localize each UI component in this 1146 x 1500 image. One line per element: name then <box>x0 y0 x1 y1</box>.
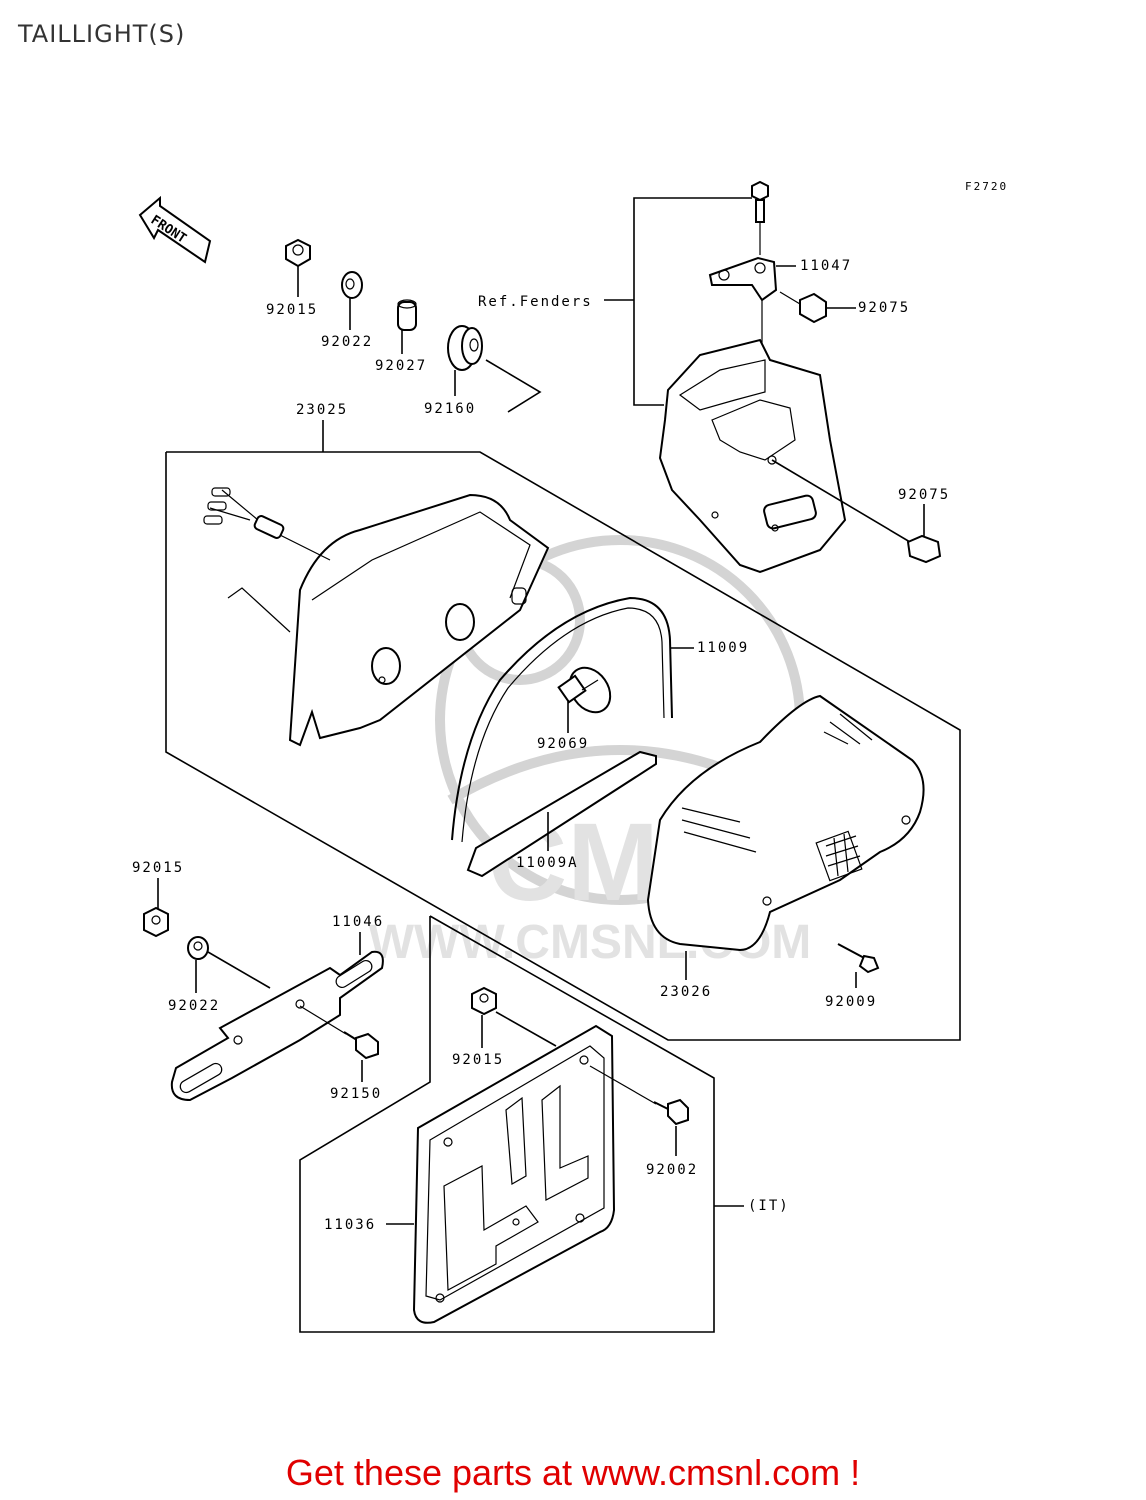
license-bracket-11046 <box>170 950 384 1102</box>
callout-92075-right: 92075 <box>898 487 950 503</box>
taillight-lens-23026 <box>646 694 925 952</box>
callout-92150: 92150 <box>330 1086 382 1102</box>
kit-23025-frame <box>165 451 961 1041</box>
callout-11047: 11047 <box>800 258 852 274</box>
callout-11009a: 11009A <box>516 855 579 871</box>
taillight-bracket-housing <box>658 338 847 574</box>
collar-92027 <box>397 299 417 331</box>
footer-promo-text: Get these parts at www.cmsnl.com ! <box>285 1452 861 1493</box>
callout-23026: 23026 <box>660 984 712 1000</box>
gasket-11009 <box>451 596 673 843</box>
grommet-92160 <box>447 325 483 371</box>
callout-92022-left: 92022 <box>168 998 220 1014</box>
callout-23025: 23025 <box>296 402 348 418</box>
bolt-top <box>751 180 769 255</box>
nut-92015-top <box>285 238 311 268</box>
callout-ref-fenders: Ref.Fenders <box>478 294 593 310</box>
bolt-92150 <box>343 1031 379 1060</box>
page-title: TAILLIGHT(S) <box>18 20 186 48</box>
bracket-11047 <box>708 256 778 302</box>
callout-92015-bottom: 92015 <box>452 1052 504 1068</box>
screw-92009 <box>837 943 880 974</box>
callout-11046: 11046 <box>332 914 384 930</box>
callout-92160: 92160 <box>424 401 476 417</box>
callout-92015-left: 92015 <box>132 860 184 876</box>
bulb-92069 <box>557 666 612 714</box>
front-direction-arrow-icon: FRONT <box>138 195 212 264</box>
nut-92015-left <box>143 906 169 938</box>
bolt-92002 <box>653 1098 689 1126</box>
callout-92022-top: 92022 <box>321 334 373 350</box>
figure-code: F2720 <box>965 180 1008 193</box>
wire-harness <box>203 487 331 561</box>
washer-92022-top <box>341 271 363 299</box>
license-plate-holder-11036 <box>412 1024 616 1324</box>
callout-92075-top: 92075 <box>858 300 910 316</box>
callout-92069: 92069 <box>537 736 589 752</box>
it-variant-frame <box>299 915 715 1333</box>
reflector-grid-icon <box>815 830 863 882</box>
washer-92022-left <box>187 936 209 960</box>
nut-92015-bottom <box>471 986 497 1016</box>
callout-92009: 92009 <box>825 994 877 1010</box>
taillight-base-23025 <box>288 493 550 747</box>
gasket-11009a <box>466 750 657 878</box>
callout-92027: 92027 <box>375 358 427 374</box>
nut-92075-right <box>906 534 942 564</box>
callout-92015-top: 92015 <box>266 302 318 318</box>
nut-92075-top <box>799 292 827 324</box>
callout-92002: 92002 <box>646 1162 698 1178</box>
callout-11036: 11036 <box>324 1217 376 1233</box>
callout-it-note: (IT) <box>748 1198 790 1214</box>
callout-11009: 11009 <box>697 640 749 656</box>
